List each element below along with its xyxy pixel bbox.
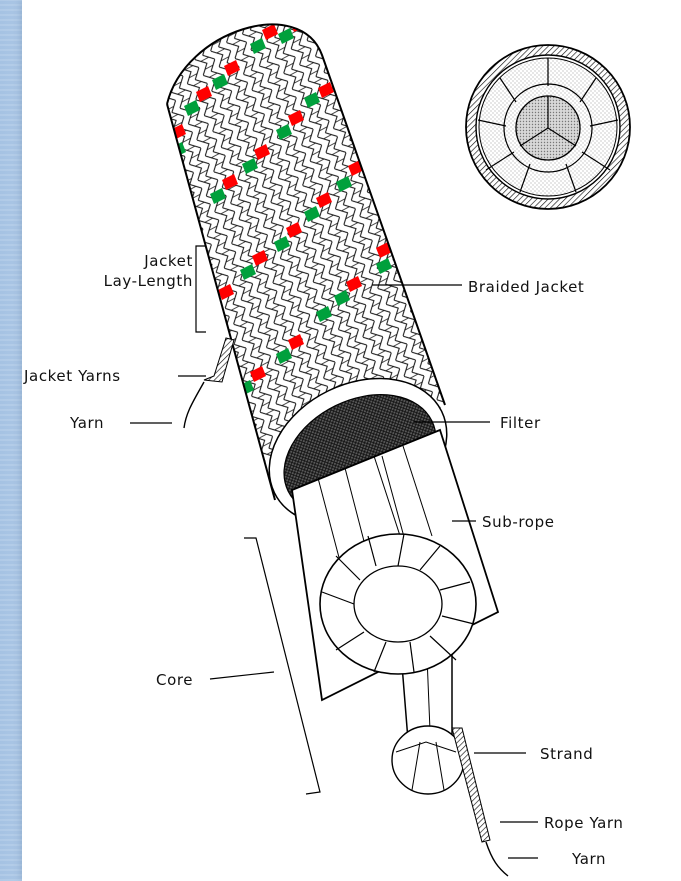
label-core: Core: [156, 671, 193, 689]
label-jacket-yarns: Jacket Yarns: [23, 367, 121, 385]
label-yarn-right: Yarn: [571, 850, 606, 868]
jacket-yarn-tail: [184, 338, 234, 428]
strand-cross-section: [392, 726, 464, 794]
label-yarn-left: Yarn: [69, 414, 104, 432]
strand-tail: [452, 728, 508, 876]
sub-rope-cross-section: [320, 534, 476, 674]
label-rope-yarn: Rope Yarn: [544, 814, 624, 832]
label-strand: Strand: [540, 745, 593, 763]
label-sub-rope: Sub-rope: [482, 513, 555, 531]
label-lay-length: Lay-Length: [104, 272, 193, 290]
label-jacket: Jacket: [143, 252, 193, 270]
label-braided-jacket: Braided Jacket: [468, 278, 584, 296]
rope-cross-section: [466, 45, 630, 209]
label-filter: Filter: [500, 414, 541, 432]
